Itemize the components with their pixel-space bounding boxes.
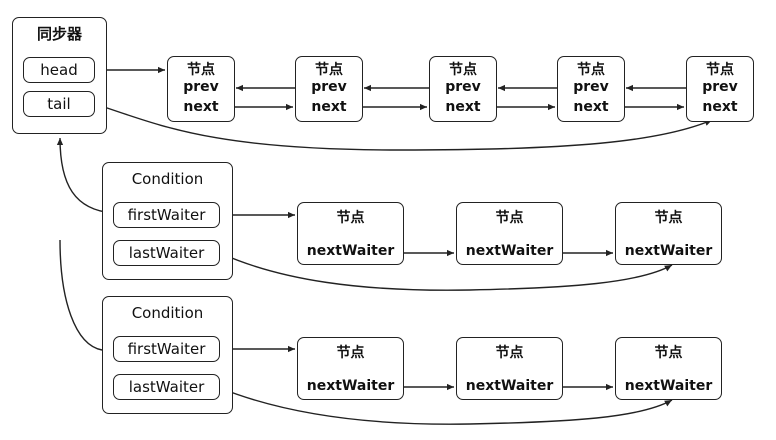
- next-waiter-field: nextWaiter: [306, 378, 395, 394]
- sync-queue-node: 节点 prev next: [295, 56, 363, 122]
- next-waiter-field: nextWaiter: [465, 378, 554, 394]
- wait-queue-node: 节点 nextWaiter: [297, 337, 404, 400]
- head-field: head: [23, 57, 95, 83]
- synchronizer-title: 同步器: [36, 25, 82, 43]
- node-title: 节点: [654, 210, 683, 226]
- prev-field: prev: [311, 79, 347, 95]
- node-title: 节点: [449, 62, 477, 78]
- condition-title: Condition: [131, 304, 204, 322]
- next-waiter-field: nextWaiter: [306, 243, 395, 259]
- wait-queue-node: 节点 nextWaiter: [615, 202, 722, 265]
- next-waiter-field: nextWaiter: [624, 243, 713, 259]
- condition-title: Condition: [131, 170, 204, 188]
- prev-field: prev: [445, 79, 481, 95]
- last-waiter-field: lastWaiter: [113, 240, 220, 266]
- next-field: next: [311, 99, 347, 115]
- node-title: 节点: [336, 345, 365, 361]
- node-title: 节点: [654, 345, 683, 361]
- wait-queue-node: 节点 nextWaiter: [615, 337, 722, 400]
- c1-last-waiter-arrow: [219, 252, 673, 291]
- next-field: next: [702, 99, 738, 115]
- node-title: 节点: [336, 210, 365, 226]
- node-title: 节点: [315, 62, 343, 78]
- next-waiter-field: nextWaiter: [624, 378, 713, 394]
- node-title: 节点: [187, 62, 215, 78]
- wait-queue-node: 节点 nextWaiter: [456, 337, 563, 400]
- first-waiter-field: firstWaiter: [113, 202, 220, 228]
- sync-queue-node: 节点 prev next: [686, 56, 754, 122]
- condition2-sync-arrow: [59, 239, 103, 351]
- next-waiter-field: nextWaiter: [465, 243, 554, 259]
- last-waiter-field: lastWaiter: [113, 374, 220, 400]
- c2-last-waiter-arrow: [219, 387, 673, 425]
- prev-field: prev: [183, 79, 219, 95]
- first-waiter-field: firstWaiter: [113, 336, 220, 362]
- tail-field: tail: [23, 91, 95, 117]
- next-field: next: [445, 99, 481, 115]
- sync-queue-node: 节点 prev next: [557, 56, 625, 122]
- prev-field: prev: [702, 79, 738, 95]
- sync-queue-node: 节点 prev next: [167, 56, 235, 122]
- wait-queue-node: 节点 nextWaiter: [456, 202, 563, 265]
- wait-queue-node: 节点 nextWaiter: [297, 202, 404, 265]
- node-title: 节点: [495, 210, 524, 226]
- next-field: next: [183, 99, 219, 115]
- node-title: 节点: [706, 62, 734, 78]
- next-field: next: [573, 99, 609, 115]
- node-title: 节点: [495, 345, 524, 361]
- node-title: 节点: [577, 62, 605, 78]
- prev-field: prev: [573, 79, 609, 95]
- sync-queue-node: 节点 prev next: [429, 56, 497, 122]
